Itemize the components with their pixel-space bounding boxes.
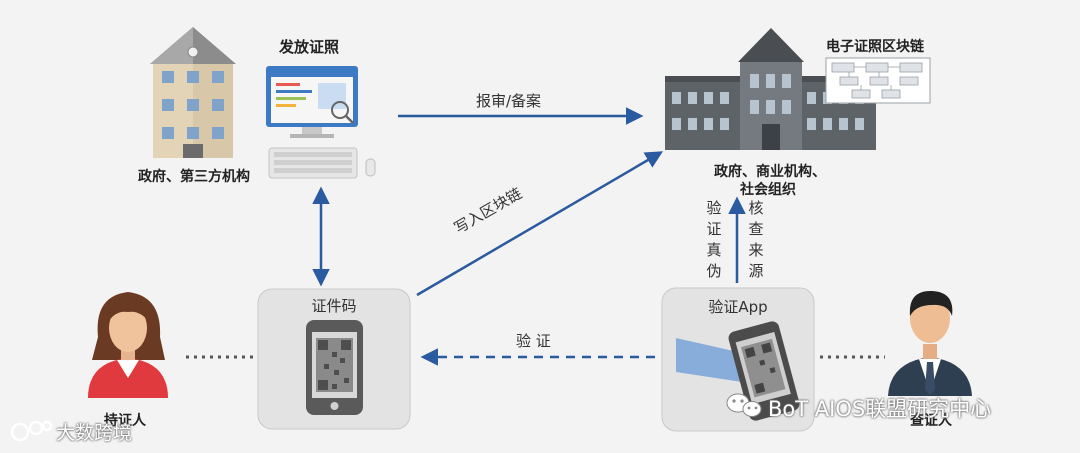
wechat-icon — [726, 393, 762, 417]
computer-icon — [266, 66, 376, 179]
blockchain-label: 电子证照区块链 — [826, 39, 924, 55]
verify-authenticity-label: 验证真伪 — [706, 199, 722, 280]
watermark-right-text: BoT AIOS联盟研究中心 — [768, 397, 992, 421]
report-edge-label: 报审/备案 — [476, 92, 542, 110]
checker-label: 查证人 — [910, 413, 952, 429]
verify-edge-label: 验 证 — [516, 332, 551, 350]
write-chain-arrow — [416, 151, 664, 297]
blockchain-diagram-icon — [825, 57, 931, 104]
phone-qr-icon — [306, 320, 363, 415]
checker-person-icon — [888, 290, 972, 396]
scanner-phone-icon — [676, 321, 800, 421]
check-source-label: 核查来源 — [748, 199, 764, 280]
gov-building-icon — [150, 27, 236, 158]
holder-label: 持证人 — [104, 413, 146, 429]
watermark-left-logo-icon — [10, 420, 53, 442]
issue-license-label: 发放证照 — [279, 38, 340, 56]
receivers-label-line1: 政府、商业机构、 — [714, 164, 826, 180]
receivers-label-line2: 社会组织 — [740, 182, 796, 198]
watermark-left-text: 大数跨境 — [56, 422, 133, 444]
holder-person-icon — [88, 292, 168, 398]
license-code-title: 证件码 — [311, 297, 357, 315]
verify-app-title: 验证App — [708, 298, 768, 316]
gov-third-party-label: 政府、第三方机构 — [138, 169, 250, 185]
